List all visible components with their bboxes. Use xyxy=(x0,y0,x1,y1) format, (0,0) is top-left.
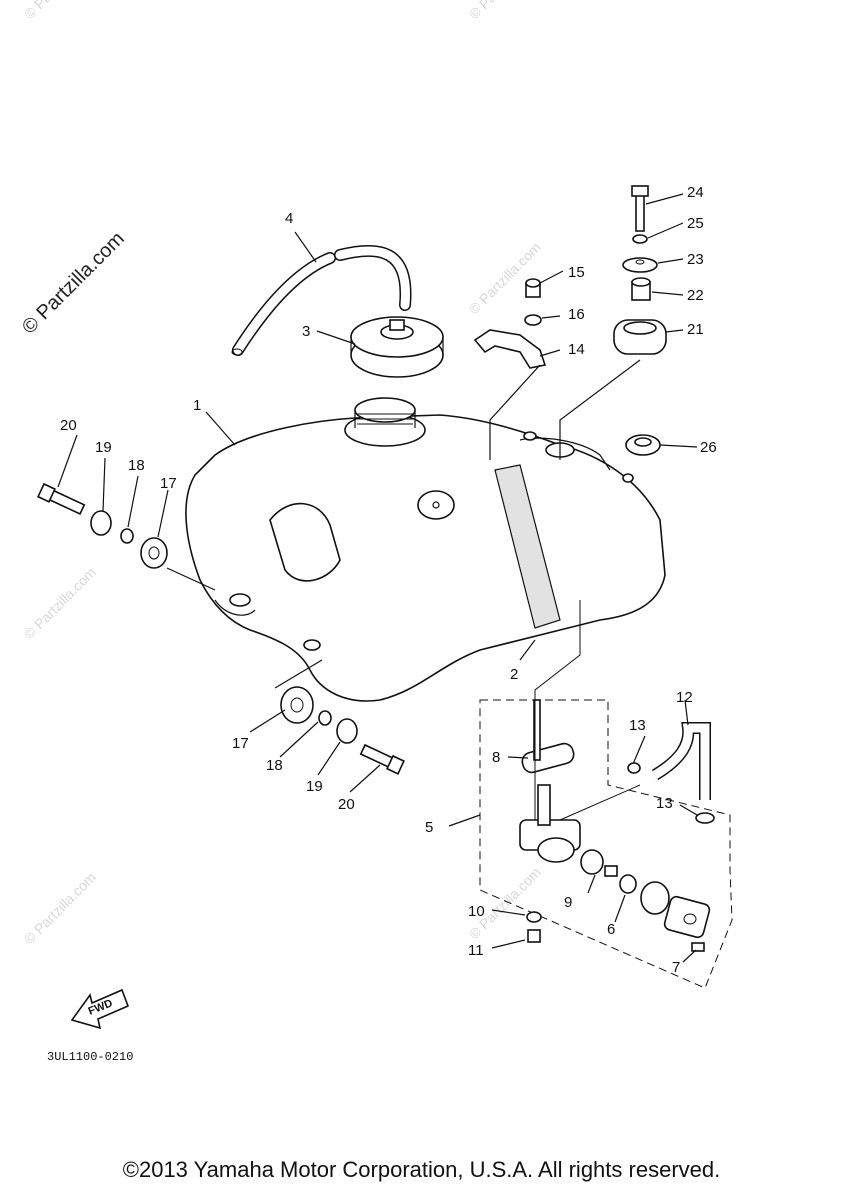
callout-19: 19 xyxy=(306,778,323,795)
callout-23: 23 xyxy=(687,251,704,268)
watermark: © Partzilla.com xyxy=(466,239,544,317)
callout-13: 13 xyxy=(656,795,673,812)
callout-11: 11 xyxy=(468,942,484,959)
callout-7: 7 xyxy=(672,959,680,976)
callout-numbers: 1 2 3 4 5 6 7 8 9 10 11 12 13 13 14 15 1… xyxy=(60,184,717,976)
callout-2: 2 xyxy=(510,666,518,683)
callout-14: 14 xyxy=(568,341,585,358)
front-mount-parts-lower xyxy=(280,686,405,775)
callout-5: 5 xyxy=(425,819,433,836)
forward-arrow-icon: FWD xyxy=(70,988,130,1030)
callout-9: 9 xyxy=(564,894,572,911)
callout-3: 3 xyxy=(302,323,310,340)
callout-6: 6 xyxy=(607,921,615,938)
rear-mount-parts xyxy=(613,185,667,456)
callout-17: 17 xyxy=(160,475,177,492)
watermark-main: © Partzilla.com xyxy=(18,228,129,339)
tank-seal-strip xyxy=(494,464,561,629)
drawing-code: 3UL1100-0210 xyxy=(47,1050,133,1064)
watermark: © Partzilla.com xyxy=(466,0,544,22)
bracket-assembly xyxy=(473,278,547,369)
callout-20: 20 xyxy=(60,417,77,434)
copyright-notice: ©2013 Yamaha Motor Corporation, U.S.A. A… xyxy=(122,1157,721,1182)
callout-20: 20 xyxy=(338,796,355,813)
leader-lines xyxy=(57,193,698,963)
fuel-tank xyxy=(185,397,666,702)
callout-22: 22 xyxy=(687,287,704,304)
callout-8: 8 xyxy=(492,749,500,766)
callout-17: 17 xyxy=(232,735,249,752)
fuel-cap xyxy=(350,316,444,378)
watermark: © Partzilla.com xyxy=(21,869,99,947)
callout-24: 24 xyxy=(687,184,704,201)
callout-26: 26 xyxy=(700,439,717,456)
callout-18: 18 xyxy=(128,457,145,474)
callout-12: 12 xyxy=(676,689,693,706)
callout-21: 21 xyxy=(687,321,704,338)
breather-hose xyxy=(231,244,412,356)
callout-13: 13 xyxy=(629,717,646,734)
callout-18: 18 xyxy=(266,757,283,774)
callout-25: 25 xyxy=(687,215,704,232)
callout-4: 4 xyxy=(285,210,293,227)
callout-19: 19 xyxy=(95,439,112,456)
callout-16: 16 xyxy=(568,306,585,323)
fuel-cock-assembly xyxy=(479,699,733,989)
callout-1: 1 xyxy=(193,397,201,414)
watermark: © Partzilla.com xyxy=(21,0,99,22)
front-mount-parts-upper xyxy=(37,482,168,569)
watermark: © Partzilla.com xyxy=(21,564,99,642)
callout-15: 15 xyxy=(568,264,585,281)
callout-10: 10 xyxy=(468,903,485,920)
